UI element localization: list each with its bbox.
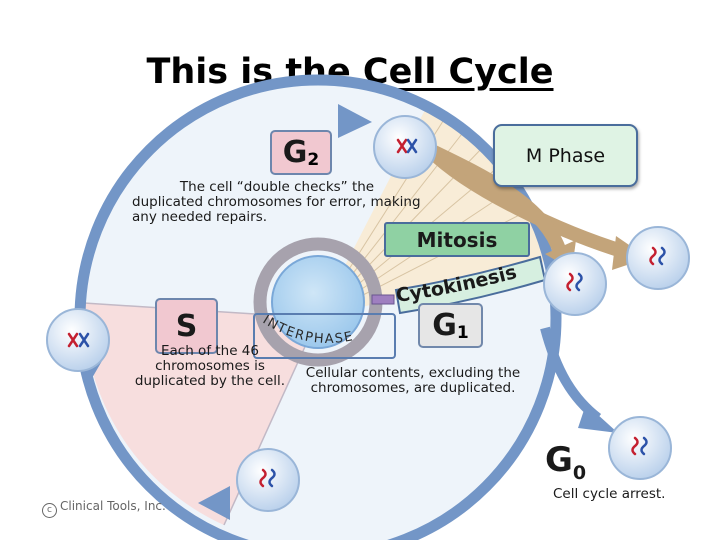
mitosis-marker: [371, 294, 395, 305]
mitosis-label: Mitosis: [416, 227, 498, 252]
cell-icon-top: [373, 115, 437, 179]
m-phase-arrow-down: [423, 143, 567, 259]
g2-description-rest: duplicated chromosomes for error, making…: [132, 194, 421, 225]
g0-arrowhead-icon: [578, 404, 618, 433]
slide-title: This is the Cell Cycle: [0, 52, 700, 92]
g1-description: Cellular contents, excluding the chromos…: [305, 365, 521, 396]
copyright-icon: c: [42, 503, 57, 518]
g2-subscript: 2: [307, 149, 320, 170]
copyright-text: Clinical Tools, Inc.: [60, 499, 166, 513]
title-emphasis: Cell Cycle: [362, 52, 554, 92]
g2-description-line1: The cell “double checks” the: [179, 179, 375, 195]
g1-letter: G: [432, 308, 457, 343]
mitosis-label-box: Mitosis: [384, 222, 530, 257]
g1-subscript: 1: [456, 322, 469, 343]
ring-arrow-top-icon: [338, 104, 372, 138]
ring-arrow-bottom-icon: [198, 486, 230, 520]
cell-icon-g0: [608, 416, 672, 480]
g2-letter: G: [282, 135, 308, 170]
cell-icon-left: [46, 308, 110, 372]
cell-icon-bottom: [236, 448, 300, 512]
interphase-highlight-box: [253, 313, 396, 359]
m-phase-label: M Phase: [525, 144, 606, 167]
g0-label: G0: [545, 440, 586, 484]
m-phase-callout: M Phase: [493, 124, 638, 187]
nucleus: [271, 255, 365, 349]
g0-subscript: 0: [572, 461, 587, 484]
cell-icon-daughter: [626, 226, 690, 290]
s-description: Each of the 46 chromosomes is duplicated…: [134, 343, 286, 389]
s-label-box: S: [155, 298, 218, 354]
s-letter: S: [175, 308, 198, 344]
cell-icon-mitosis: [543, 252, 607, 316]
g0-letter: G: [545, 440, 573, 480]
g0-description: Cell cycle arrest.: [553, 486, 666, 502]
